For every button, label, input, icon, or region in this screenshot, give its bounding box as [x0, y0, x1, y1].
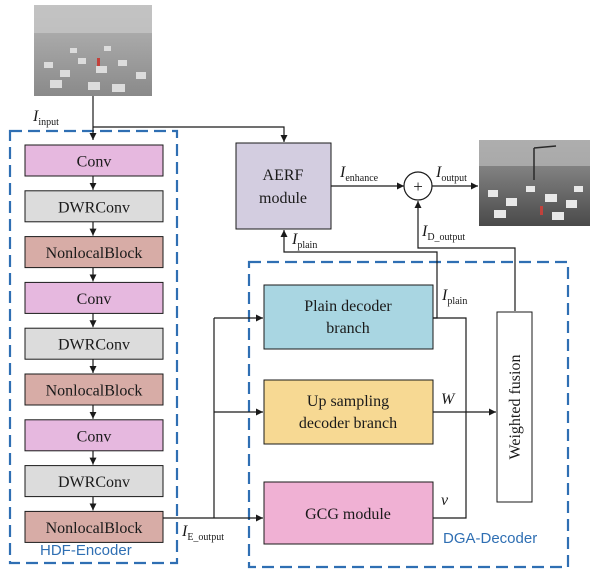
encoder-block-conv-7[interactable]: [24, 419, 164, 452]
adder-plus: +: [413, 177, 423, 196]
encoder-block-conv-1[interactable]: [24, 144, 164, 177]
encoder-block-label-8: DWRConv: [58, 474, 130, 491]
encoder-block-dwrconv-2[interactable]: [24, 190, 164, 223]
gcg-module-box[interactable]: [263, 481, 434, 545]
encoder-block-label-4: Conv: [77, 291, 112, 308]
dga-decoder-title: DGA-Decoder: [443, 530, 537, 547]
input-to-aerf-arrow: [93, 126, 288, 142]
enhance-signal-label: Ienhance: [339, 164, 379, 184]
dga-decoder-frame: [247, 260, 570, 569]
encoder-block-label-3: NonlocalBlock: [46, 245, 143, 262]
v-label: v: [441, 492, 449, 509]
upsampling-line1: Up sampling: [307, 393, 389, 410]
output-signal-label: Ioutput: [435, 164, 467, 184]
plain-decoder-line1: Plain decoder: [304, 298, 392, 315]
v-to-fusion-line: [433, 412, 467, 519]
upsampling-line2: decoder branch: [299, 415, 397, 432]
aerf-label-line2: module: [259, 190, 307, 207]
weighted-fusion-label: Weighted fusion: [507, 355, 524, 460]
encoder-block-label-5: DWRConv: [58, 337, 130, 354]
encoder-block-nonlocalblock-3[interactable]: [24, 236, 164, 269]
gcg-label: GCG module: [305, 506, 391, 523]
plain-branch-label: Iplain: [441, 287, 467, 307]
encoder-block-conv-4[interactable]: [24, 281, 164, 314]
encoder-block-dwrconv-5[interactable]: [24, 327, 164, 360]
upsampling-decoder-box[interactable]: [263, 379, 434, 445]
encoder-block-label-6: NonlocalBlock: [46, 383, 143, 400]
encoder-block-dwrconv-8[interactable]: [24, 465, 164, 498]
encoder-block-nonlocalblock-6[interactable]: [24, 373, 164, 406]
plain-feedback-label: Iplain: [291, 231, 317, 251]
d-output-arrow: [414, 201, 516, 311]
output-dehazed-image: [479, 140, 590, 226]
e-output-label: IE_output: [181, 523, 224, 543]
plain-decoder-line2: branch: [326, 320, 370, 337]
encoder-block-label-7: Conv: [77, 428, 112, 445]
plain-decoder-box[interactable]: [263, 284, 434, 350]
hdf-encoder-title: HDF-Encoder: [40, 542, 132, 559]
encoder-block-nonlocalblock-9[interactable]: [24, 510, 164, 543]
aerf-module-box[interactable]: [235, 142, 332, 230]
plain-to-fusion-line: [433, 317, 467, 412]
encoder-block-label-1: Conv: [77, 154, 112, 171]
input-signal-label: Iinput: [32, 108, 59, 128]
aerf-label-line1: AERF: [263, 167, 304, 184]
weighted-fusion-box[interactable]: [496, 311, 533, 503]
d-output-label: ID_output: [421, 223, 465, 243]
encoder-block-label-2: DWRConv: [58, 199, 130, 216]
input-hazy-image: [34, 5, 152, 96]
encoder-block-label-9: NonlocalBlock: [46, 520, 143, 537]
w-label: W: [441, 391, 456, 408]
encoder-blocks: ConvDWRConvNonlocalBlockConvDWRConvNonlo…: [24, 144, 164, 543]
